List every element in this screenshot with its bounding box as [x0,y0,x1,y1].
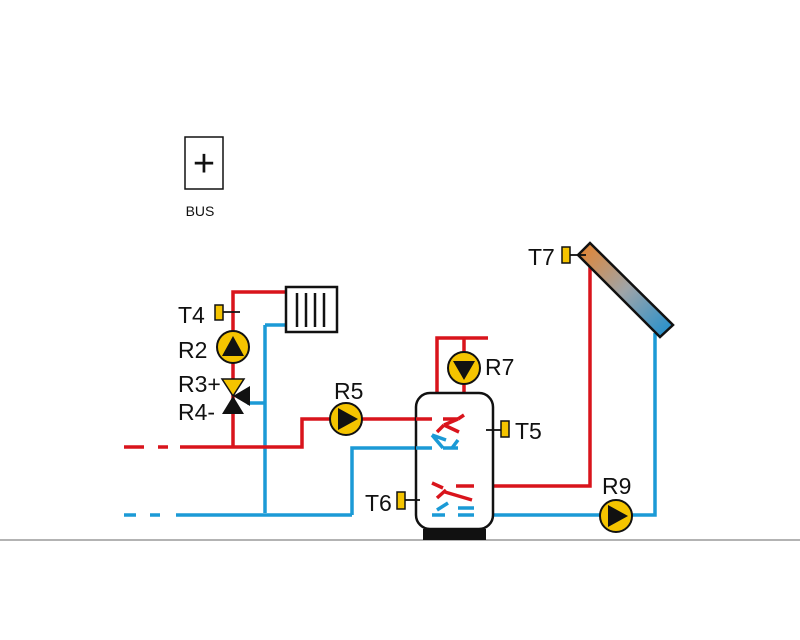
temperature-sensor-icon [500,420,510,438]
tank-base [423,529,486,540]
label-r3: R3+ [178,371,221,397]
bus-module[interactable]: + BUS [184,136,224,219]
return-pipe-radiator [263,323,286,513]
label-r7: R7 [485,354,514,380]
solar-collector-icon [576,241,675,339]
solar-collector[interactable] [576,241,675,339]
pump-r2[interactable]: R2 [178,330,250,364]
lower-coil-cold [432,501,474,517]
cold-pipe-to-tank [350,446,416,515]
solar-return-pipe [632,333,657,517]
pump-r5[interactable]: R5 [329,378,363,436]
label-t5: T5 [515,418,542,444]
hot-pipe-to-r5 [233,417,330,449]
sensor-t6[interactable]: T6 [365,490,420,516]
sensor-t4[interactable]: T4 [178,302,240,328]
supply-pipe-radiator [231,290,286,447]
radiator-icon[interactable] [284,285,339,334]
label-r4: R4- [178,399,215,425]
sensor-t7[interactable]: T7 [528,244,586,270]
bus-plus-icon: + [193,143,215,185]
label-t6: T6 [365,490,392,516]
valve-side-triangle-icon [233,386,250,406]
three-way-valve[interactable]: R3+ R4- [178,371,250,425]
bus-label: BUS [186,203,215,219]
label-r5: R5 [334,378,363,404]
valve-top-triangle-icon [220,378,246,398]
solar-circuit-pipes [474,264,657,517]
lower-coil-hot [431,481,474,502]
temperature-sensor-icon [561,246,571,264]
label-r9: R9 [602,473,631,499]
pump-r7[interactable]: R7 [447,351,514,385]
storage-tank-icon [414,391,495,531]
label-r2: R2 [178,337,207,363]
storage-tank[interactable] [414,391,495,540]
pump-r9[interactable]: R9 [599,473,633,533]
bus-box [184,136,224,190]
label-t7: T7 [528,244,555,270]
heating-circuit-pipes [124,290,416,517]
valve-bottom-triangle-icon [222,396,244,414]
solar-supply-pipe [474,264,592,488]
temperature-sensor-icon [396,491,406,510]
temperature-sensor-icon [214,304,224,321]
tank-top-hot-pipe [435,336,488,393]
label-t4: T4 [178,302,205,328]
sensor-t5[interactable]: T5 [486,418,542,444]
